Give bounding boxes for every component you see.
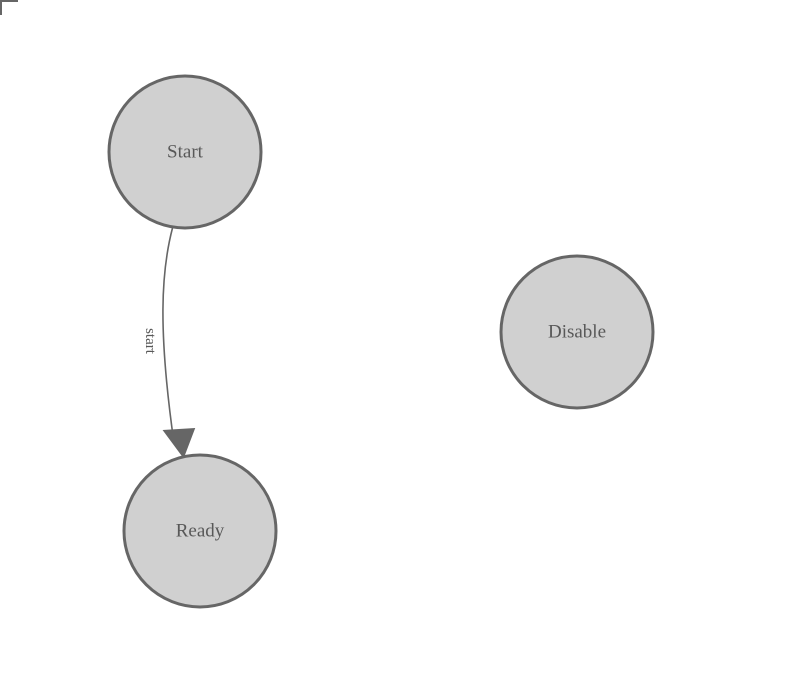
node-start[interactable]: Start: [107, 74, 263, 230]
edge-arrowhead-icon: [162, 427, 196, 459]
edge-path: [162, 227, 175, 444]
node-ready[interactable]: Ready: [122, 453, 278, 609]
node-disable-label: Disable: [548, 322, 606, 343]
edge-start-to-ready[interactable]: start: [142, 227, 196, 459]
node-start-circle[interactable]: [107, 74, 263, 230]
node-ready-circle[interactable]: [122, 453, 278, 609]
node-disable-circle[interactable]: [499, 254, 655, 410]
canvas-corner-bracket-icon: [0, 0, 18, 15]
edge-label-start: start: [142, 328, 158, 355]
node-disable[interactable]: Disable: [499, 254, 655, 410]
node-start-label: Start: [167, 142, 204, 163]
node-ready-label: Ready: [176, 521, 225, 542]
